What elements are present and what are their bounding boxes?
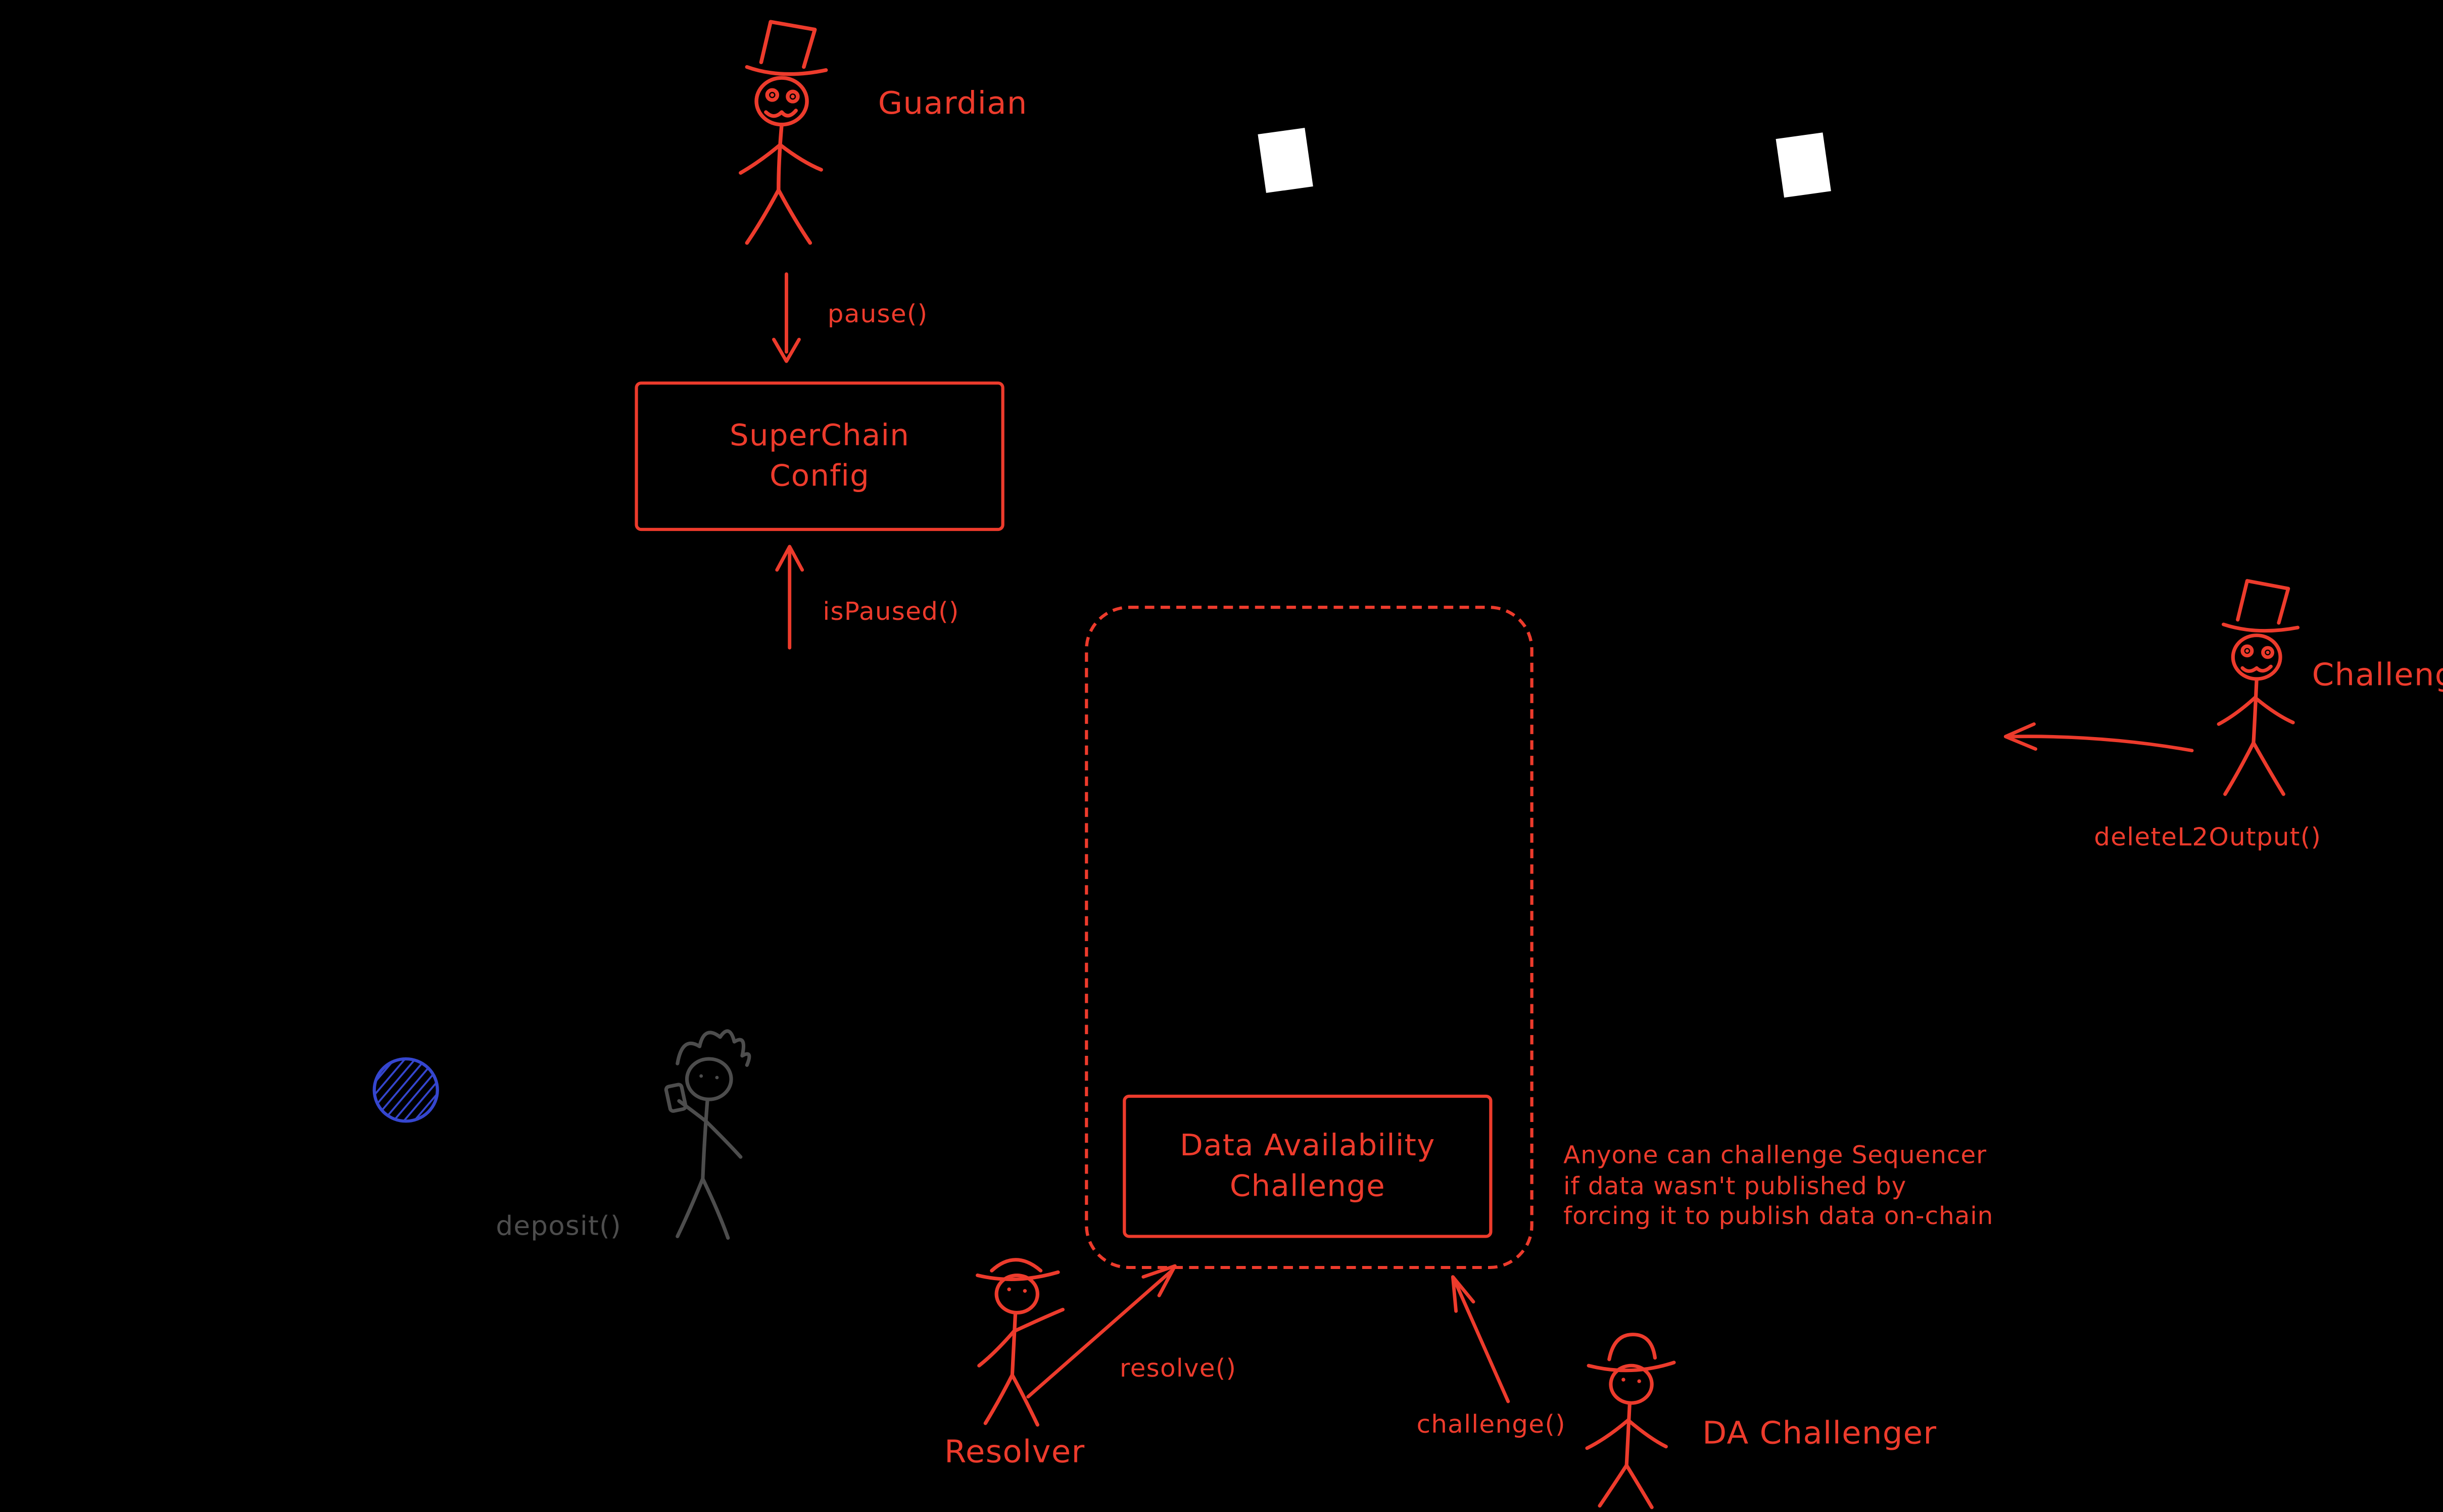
- da-challenge-label-line2: Challenge: [1229, 1169, 1385, 1204]
- da-note-line1: Anyone can challenge Sequencer: [1563, 1141, 1987, 1169]
- da-challenger-label: DA Challenger: [1702, 1413, 1937, 1451]
- da-challenger-figure-icon: [1585, 1333, 1676, 1509]
- challenge-arrow-icon: [1451, 1275, 1510, 1403]
- delete-l2-output-edge-label: deleteL2Output(): [2094, 822, 2322, 852]
- superchain-config-label-line1: SuperChain: [730, 419, 910, 453]
- challenge-edge-label: challenge(): [1416, 1409, 1566, 1439]
- da-note-line3: forcing it to publish data on-chain: [1563, 1202, 1994, 1231]
- pause-edge-label: pause(): [827, 299, 928, 329]
- resolver-figure-icon: [976, 1258, 1065, 1427]
- superchain-config-node: SuperChain Config: [635, 381, 1004, 531]
- da-note: Anyone can challenge Sequencer if data w…: [1563, 1141, 1993, 1232]
- hatched-ball-icon: [372, 1057, 439, 1123]
- deposit-edge-label: deposit(): [496, 1211, 622, 1243]
- resolve-edge-label: resolve(): [1119, 1353, 1237, 1383]
- white-marker-right: [1776, 132, 1831, 198]
- challenger-figure-icon: [2217, 579, 2300, 796]
- plasma-dashed-frame: [1085, 606, 1534, 1270]
- resolve-arrow-icon: [1026, 1264, 1177, 1399]
- superchain-config-label-line2: Config: [770, 459, 870, 494]
- guardian-figure-icon: [739, 20, 828, 245]
- is-paused-arrow-icon: [775, 545, 804, 650]
- depositor-figure-icon: [664, 1029, 751, 1240]
- pause-arrow-icon: [772, 272, 801, 363]
- da-challenge-node: Data Availability Challenge: [1123, 1094, 1493, 1238]
- da-challenge-label-line1: Data Availability: [1180, 1129, 1435, 1163]
- challenger-label: Challenger: [2312, 655, 2443, 693]
- is-paused-edge-label: isPaused(): [823, 596, 960, 626]
- delete-l2-output-arrow-icon: [2003, 722, 2194, 753]
- white-marker-left: [1258, 128, 1313, 193]
- guardian-label: Guardian: [878, 84, 1028, 122]
- da-note-line2: if data wasn't published by: [1563, 1172, 1907, 1200]
- resolver-label: Resolver: [944, 1432, 1085, 1470]
